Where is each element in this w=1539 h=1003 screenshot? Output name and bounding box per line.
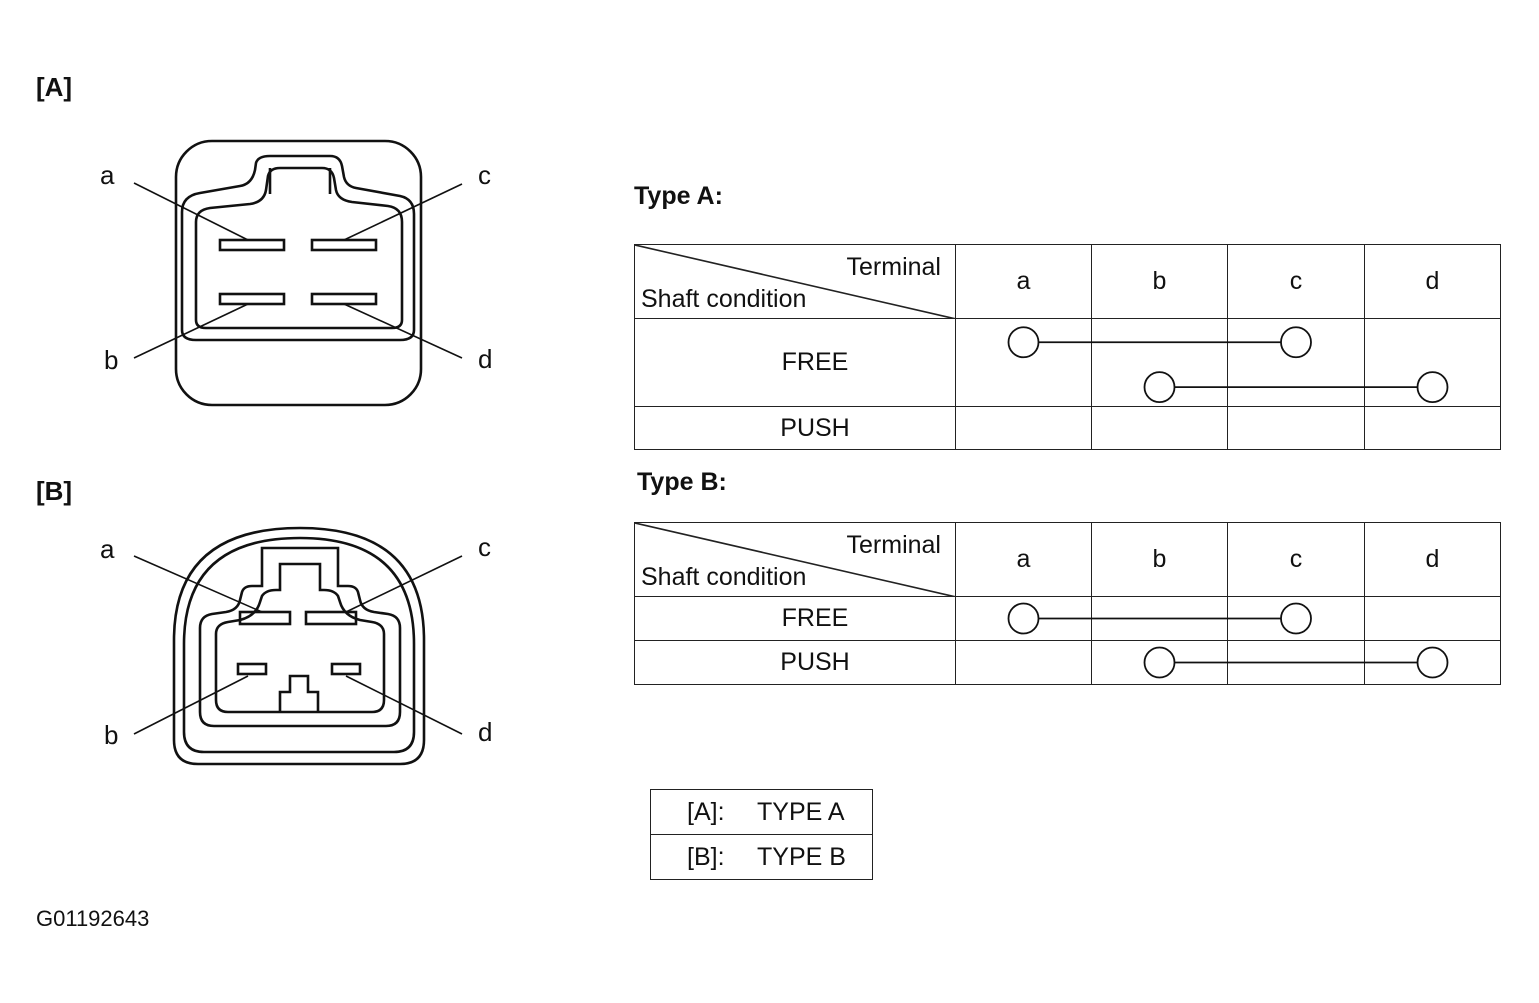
table-cell <box>1091 596 1228 641</box>
type-a-shaft-condition-heading: Shaft condition <box>641 285 807 313</box>
diagram-b-terminal-b: b <box>104 720 119 750</box>
table-cell <box>1364 596 1501 641</box>
type-b-col-b: b <box>1091 522 1228 597</box>
type-b-shaft-condition-heading: Shaft condition <box>641 563 807 591</box>
type-b-col-c: c <box>1227 522 1365 597</box>
type-a-col-a: a <box>955 244 1092 319</box>
type-b-corner-header: Terminal Shaft condition <box>634 522 956 597</box>
diagram-b-terminal-a: a <box>100 534 115 564</box>
type-a-title: Type A: <box>634 182 723 210</box>
type-a-col-c: c <box>1227 244 1365 319</box>
table-cell <box>1364 406 1501 450</box>
type-a-col-d: d <box>1364 244 1501 319</box>
table-cell <box>955 596 1092 641</box>
table-cell <box>955 318 1092 407</box>
table-cell <box>1227 596 1365 641</box>
type-a-terminal-heading: Terminal <box>846 253 941 281</box>
diagram-b-terminal-c: c <box>478 532 491 562</box>
type-a-row-free: FREE <box>634 318 956 407</box>
type-b-row-push: PUSH <box>634 640 956 685</box>
type-b-col-d: d <box>1364 522 1501 597</box>
connector-b-drawing <box>133 526 463 766</box>
table-cell <box>1091 640 1228 685</box>
legend-key-a: [A]: <box>687 797 725 826</box>
legend-row-a: [A]: TYPE A <box>650 789 873 835</box>
type-b-terminal-heading: Terminal <box>846 531 941 559</box>
diagram-a-terminal-d: d <box>478 344 493 374</box>
table-cell <box>1091 318 1228 407</box>
table-cell <box>1227 318 1365 407</box>
type-b-continuity-table: Terminal Shaft condition a b c d FREE PU… <box>634 522 1501 685</box>
type-a-corner-header: Terminal Shaft condition <box>634 244 956 319</box>
diagram-a-terminal-a: a <box>100 160 115 190</box>
type-a-row-push: PUSH <box>634 406 956 450</box>
diagram-a-label: [A] <box>36 72 73 102</box>
diagram-a-terminal-b: b <box>104 345 119 375</box>
type-a-col-b: b <box>1091 244 1228 319</box>
table-cell <box>955 406 1092 450</box>
type-b-title: Type B: <box>637 468 727 496</box>
legend-value-a: TYPE A <box>757 797 845 826</box>
diagram-b-label: [B] <box>36 476 73 506</box>
type-a-continuity-table: Terminal Shaft condition a b c d FREE PU… <box>634 244 1501 450</box>
legend-value-b: TYPE B <box>757 842 846 871</box>
type-b-row-free: FREE <box>634 596 956 641</box>
legend-row-b: [B]: TYPE B <box>650 834 873 880</box>
diagram-a-terminal-c: c <box>478 160 491 190</box>
connector-a-drawing <box>133 139 463 407</box>
diagram-b-terminal-d: d <box>478 717 493 747</box>
table-cell <box>1364 318 1501 407</box>
table-cell <box>1364 640 1501 685</box>
table-cell <box>955 640 1092 685</box>
table-cell <box>1227 640 1365 685</box>
legend-key-b: [B]: <box>687 842 725 871</box>
figure-code: G01192643 <box>36 906 150 931</box>
type-b-col-a: a <box>955 522 1092 597</box>
table-cell <box>1091 406 1228 450</box>
type-legend: [A]: TYPE A [B]: TYPE B <box>650 789 873 880</box>
table-cell <box>1227 406 1365 450</box>
